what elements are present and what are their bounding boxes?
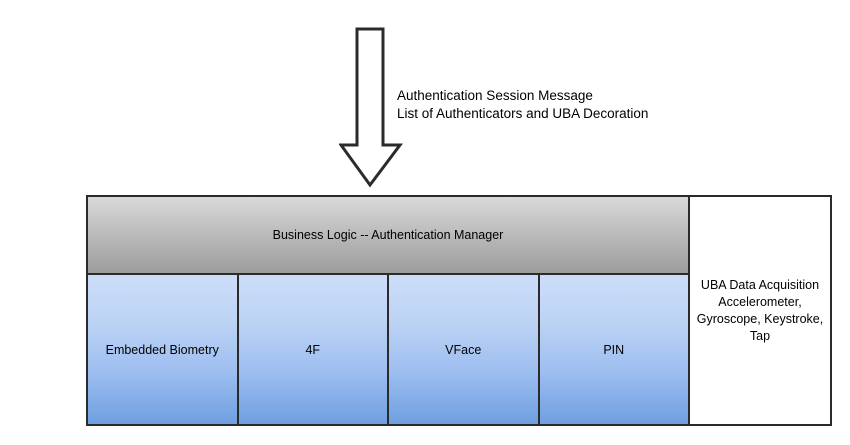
flow-annotation-line-1: Authentication Session Message [397,88,593,103]
business-logic-bar: Business Logic -- Authentication Manager [88,197,688,275]
authenticator-label: Embedded Biometry [105,342,219,357]
architecture-frame: Business Logic -- Authentication Manager… [86,195,832,426]
down-arrow-icon [339,27,403,189]
uba-panel-line-2: Accelerometer, [718,294,802,309]
business-logic-bar-label: Business Logic -- Authentication Manager [272,228,504,242]
uba-panel-line-1: UBA Data Acquisition [700,277,820,292]
uba-panel-label: UBA Data Acquisition Accelerometer, Gyro… [691,277,829,345]
architecture-left-column: Business Logic -- Authentication Manager… [88,197,690,424]
authenticator-cell-vface: VFace [389,275,540,424]
authenticator-label: PIN [603,342,625,357]
uba-panel-line-4: Tap [749,328,771,343]
authenticator-label: 4F [305,342,321,357]
authenticator-label: VFace [445,342,482,357]
flow-annotation: Authentication Session Message List of A… [397,87,648,123]
uba-data-acquisition-panel: UBA Data Acquisition Accelerometer, Gyro… [690,197,830,424]
authenticator-cell-4f: 4F [238,275,389,424]
flow-annotation-line-2: List of Authenticators and UBA Decoratio… [397,106,649,121]
authenticator-cell-pin: PIN [539,275,688,424]
authenticator-row: Embedded Biometry 4F VFace PIN [88,275,688,424]
uba-panel-line-3: Gyroscope, Keystroke, [696,311,824,326]
authenticator-cell-embedded-biometry: Embedded Biometry [88,275,239,424]
